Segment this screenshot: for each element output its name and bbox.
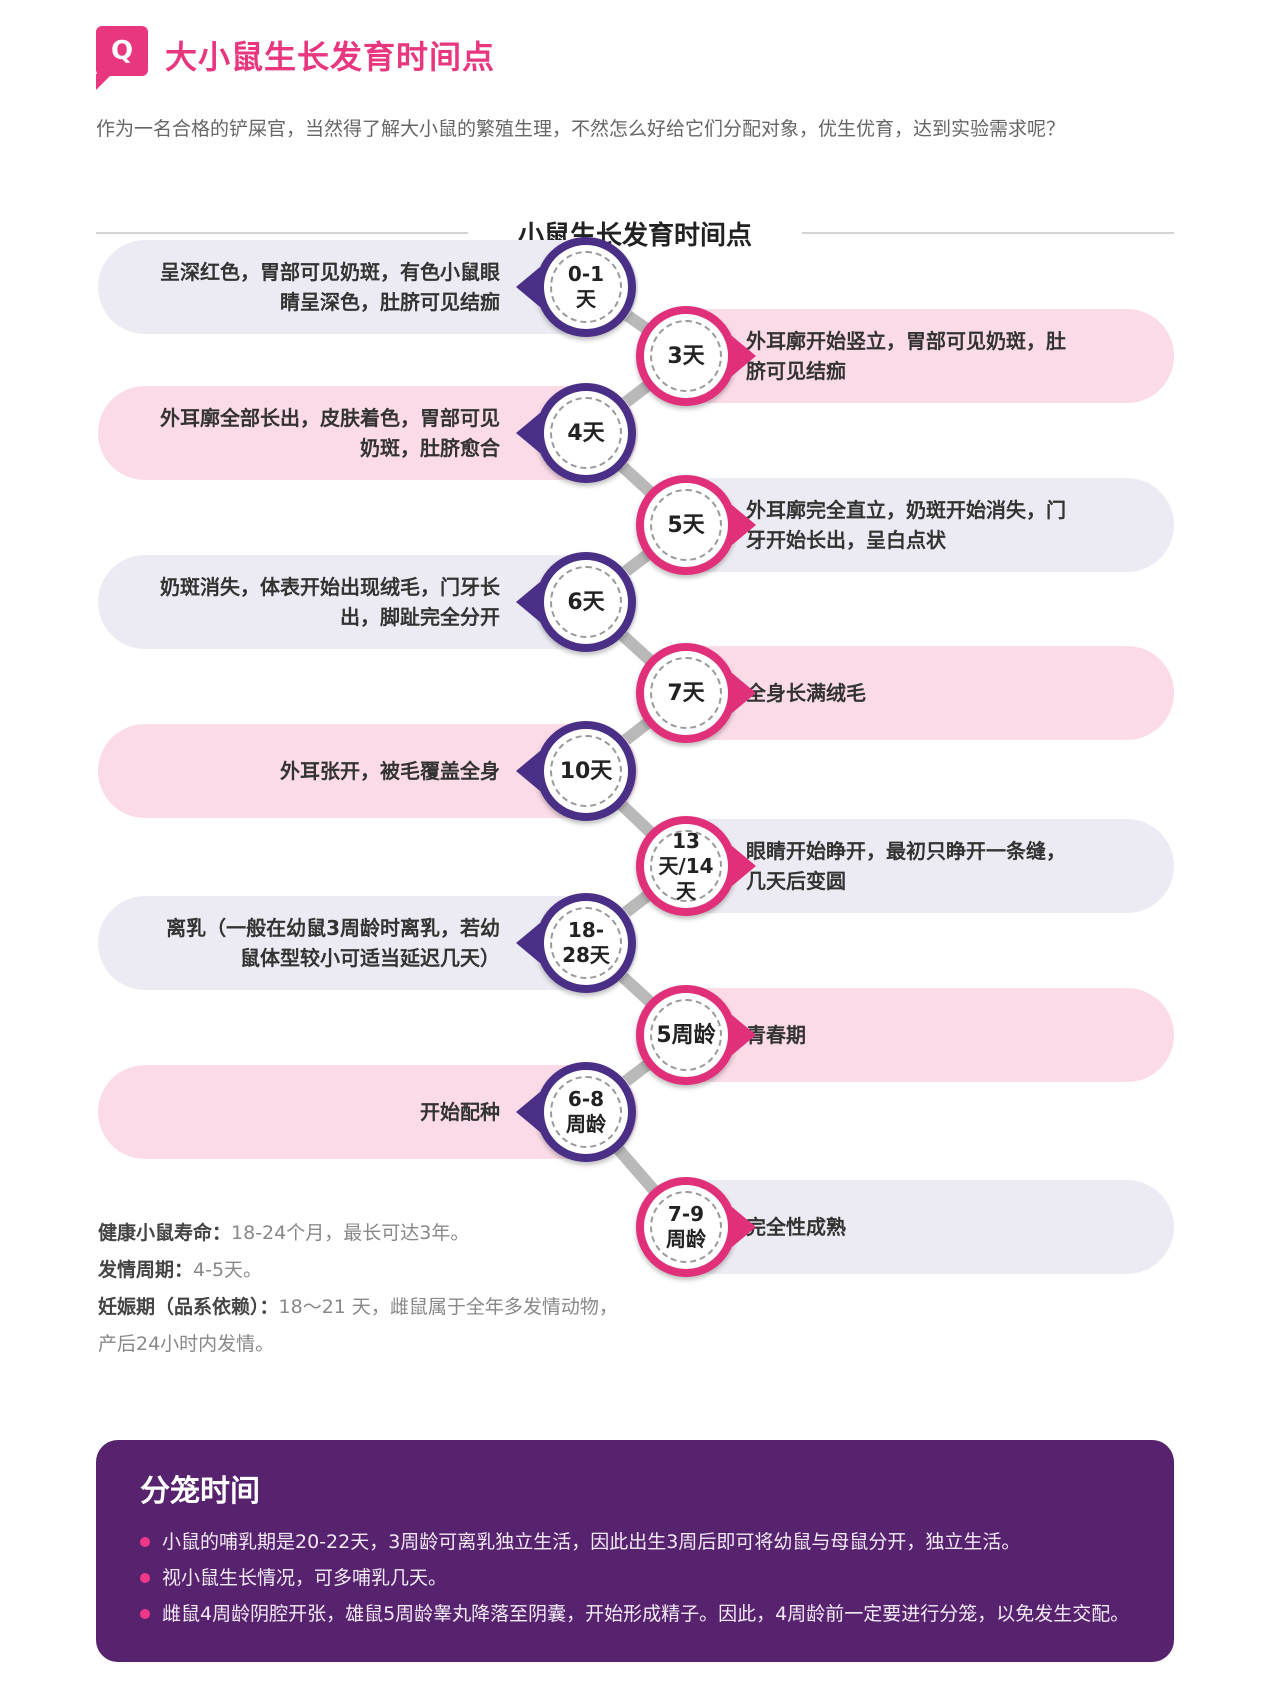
node-pointer-icon — [516, 267, 540, 307]
timeline-description: 青春期 — [746, 1023, 806, 1047]
cage-point: 视小鼠生长情况，可多哺乳几天。 — [140, 1560, 1130, 1596]
page-title: 大小鼠生长发育时间点 — [165, 38, 496, 76]
timeline-node: 18-28天 — [516, 893, 636, 993]
timeline-node-label: 0-1天 — [550, 251, 622, 323]
timeline-node-label: 5天 — [650, 489, 722, 561]
cage-point: 雌鼠4周龄阴腔开张，雄鼠5周龄睾丸降落至阴囊，开始形成精子。因此，4周龄前一定要… — [140, 1596, 1130, 1632]
node-pointer-icon — [732, 336, 756, 376]
timeline-node: 10天 — [516, 721, 636, 821]
timeline-node-label: 7天 — [650, 657, 722, 729]
timeline-description: 全身长满绒毛 — [746, 681, 866, 705]
fact-estrus-value: 4-5天。 — [193, 1259, 263, 1281]
timeline-description: 外耳廓开始竖立，胃部可见奶斑，肚脐可见结痂 — [746, 329, 1066, 383]
timeline-node: 7-9周龄 — [636, 1177, 756, 1277]
fact-lifespan: 健康小鼠寿命：18-24个月，最长可达3年。 — [98, 1215, 618, 1252]
fact-gestation-2: 产后24小时内发情。 — [98, 1333, 275, 1355]
timeline-node: 7天 — [636, 643, 756, 743]
timeline-node: 5天 — [636, 475, 756, 575]
timeline-node-label: 7-9周龄 — [650, 1191, 722, 1263]
cage-panel: 分笼时间 小鼠的哺乳期是20-22天，3周龄可离乳独立生活，因此出生3周后即可将… — [96, 1440, 1174, 1662]
timeline-node-label: 13天/14天 — [650, 829, 722, 903]
fact-lifespan-value: 18-24个月，最长可达3年。 — [231, 1222, 470, 1244]
timeline-description: 外耳廓全部长出，皮肤着色，胃部可见奶斑，肚脐愈合 — [160, 406, 500, 460]
q-badge-icon: Q — [96, 26, 148, 90]
node-pointer-icon — [516, 923, 540, 963]
node-pointer-icon — [732, 846, 756, 886]
timeline-description: 完全性成熟 — [746, 1215, 846, 1239]
timeline-node: 13天/14天 — [636, 816, 756, 916]
timeline-node: 6天 — [516, 552, 636, 652]
timeline-description: 开始配种 — [420, 1100, 500, 1124]
timeline-node-label: 3天 — [650, 320, 722, 392]
timeline-node: 4天 — [516, 383, 636, 483]
divider-right — [802, 232, 1174, 234]
node-pointer-icon — [732, 1207, 756, 1247]
timeline-description: 呈深红色，胃部可见奶斑，有色小鼠眼睛呈深色，肚脐可见结痂 — [160, 260, 500, 314]
timeline-description: 离乳（一般在幼鼠3周龄时离乳，若幼鼠体型较小可适当延迟几天） — [166, 916, 500, 970]
timeline-node: 0-1天 — [516, 237, 636, 337]
fact-gestation-label: 妊娠期（品系依赖）： — [98, 1296, 279, 1318]
timeline-description: 外耳廓完全直立，奶斑开始消失，门牙开始长出，呈白点状 — [746, 498, 1066, 552]
timeline-node-label: 10天 — [550, 735, 622, 807]
node-pointer-icon — [732, 505, 756, 545]
fact-estrus-label: 发情周期： — [98, 1259, 194, 1281]
node-pointer-icon — [732, 1015, 756, 1055]
timeline-node: 6-8周龄 — [516, 1062, 636, 1162]
node-pointer-icon — [516, 1092, 540, 1132]
facts-block: 健康小鼠寿命：18-24个月，最长可达3年。 发情周期：4-5天。 妊娠期（品系… — [98, 1215, 618, 1363]
fact-gestation-value: 18～21 天，雌鼠属于全年多发情动物， — [278, 1296, 618, 1318]
node-pointer-icon — [516, 413, 540, 453]
cage-list: 小鼠的哺乳期是20-22天，3周龄可离乳独立生活，因此出生3周后即可将幼鼠与母鼠… — [140, 1524, 1130, 1632]
timeline-description: 奶斑消失，体表开始出现绒毛，门牙长出，脚趾完全分开 — [160, 575, 500, 629]
intro-text: 作为一名合格的铲屎官，当然得了解大小鼠的繁殖生理，不然怎么好给它们分配对象，优生… — [96, 118, 1066, 140]
timeline-node: 3天 — [636, 306, 756, 406]
timeline-description: 外耳张开，被毛覆盖全身 — [280, 759, 500, 783]
fact-estrus: 发情周期：4-5天。 — [98, 1252, 618, 1289]
timeline-node-label: 6-8周龄 — [550, 1076, 622, 1148]
timeline-node-label: 18-28天 — [550, 907, 622, 979]
divider-left — [96, 232, 468, 234]
fact-gestation: 妊娠期（品系依赖）：18～21 天，雌鼠属于全年多发情动物， — [98, 1289, 618, 1326]
timeline-node-label: 5周龄 — [650, 999, 722, 1071]
timeline-description: 眼睛开始睁开，最初只睁开一条缝，几天后变圆 — [746, 839, 1066, 893]
q-letter: Q — [110, 36, 134, 66]
node-pointer-icon — [516, 751, 540, 791]
node-pointer-icon — [732, 673, 756, 713]
fact-lifespan-label: 健康小鼠寿命： — [98, 1222, 232, 1244]
timeline-node-label: 4天 — [550, 397, 622, 469]
timeline-node-label: 6天 — [550, 566, 622, 638]
timeline-node: 5周龄 — [636, 985, 756, 1085]
cage-title: 分笼时间 — [140, 1474, 260, 1509]
node-pointer-icon — [516, 582, 540, 622]
cage-point: 小鼠的哺乳期是20-22天，3周龄可离乳独立生活，因此出生3周后即可将幼鼠与母鼠… — [140, 1524, 1130, 1560]
